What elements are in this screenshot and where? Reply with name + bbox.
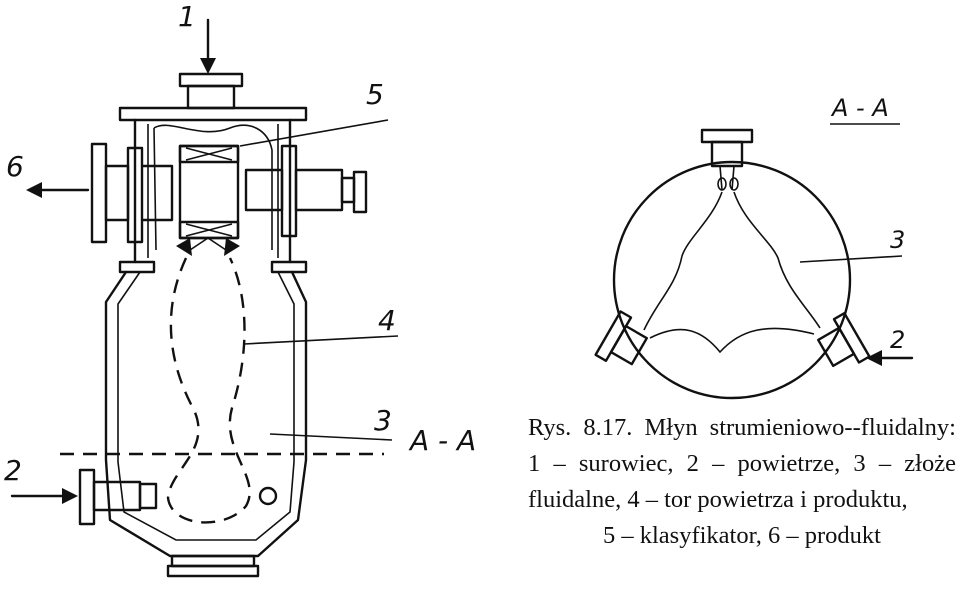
raw-material-arrow	[200, 18, 216, 74]
bed-nozzle-right	[258, 486, 278, 506]
section-view: A - A	[594, 94, 914, 400]
section-label-2: 2	[890, 326, 905, 354]
left-shoulder-flange	[118, 260, 156, 274]
figure-caption: Rys. 8.17. Młyn strumieniowo--fluidalny:…	[528, 410, 956, 554]
air-nozzle-bottom	[78, 468, 158, 526]
section-nozzle-right	[817, 312, 871, 368]
label-2: 2	[4, 454, 22, 487]
product-outlet	[90, 142, 174, 244]
caption-last-line: 5 – klasyfikator, 6 – produkt	[602, 522, 881, 549]
section-nozzle-top	[700, 128, 754, 191]
upper-chamber-inner-walls	[147, 124, 279, 258]
upper-chamber-walls	[133, 118, 292, 264]
air-arrow-bottom	[10, 488, 78, 504]
classifier	[176, 144, 240, 256]
leader-4	[243, 335, 399, 345]
bottom-outlet	[170, 554, 256, 568]
right-shoulder-flange	[270, 260, 308, 274]
feed-nozzle	[186, 84, 236, 110]
label-section-main: A - A	[408, 424, 476, 457]
flow-curve-1	[643, 191, 723, 331]
bottom-outlet-flange	[166, 564, 260, 578]
section-nozzle-left	[594, 310, 648, 366]
air-product-path	[166, 257, 251, 524]
leader-5	[239, 119, 389, 147]
section-title: A - A	[830, 94, 889, 122]
right-nozzle	[244, 144, 368, 238]
section-air-arrowhead	[866, 350, 882, 366]
section-leader-3	[799, 255, 903, 263]
vessel-body	[104, 270, 308, 558]
label-3: 3	[374, 404, 392, 437]
section-label-3: 3	[890, 226, 905, 254]
feed-nozzle-flange	[178, 72, 244, 88]
leader-3	[269, 433, 393, 441]
mill-main-view	[10, 18, 399, 578]
vessel-inner-wall	[117, 271, 295, 541]
label-4: 4	[378, 304, 396, 337]
flow-curve-2	[733, 191, 821, 329]
label-1: 1	[178, 0, 196, 33]
section-circle	[612, 160, 852, 400]
flow-curve-3	[649, 327, 815, 354]
caption-text: Rys. 8.17. Młyn strumieniowo--fluidalny:…	[528, 414, 956, 513]
label-5: 5	[366, 78, 384, 111]
liner	[153, 124, 273, 251]
top-plate	[118, 106, 308, 122]
product-arrow	[26, 182, 90, 198]
label-6: 6	[6, 150, 24, 183]
